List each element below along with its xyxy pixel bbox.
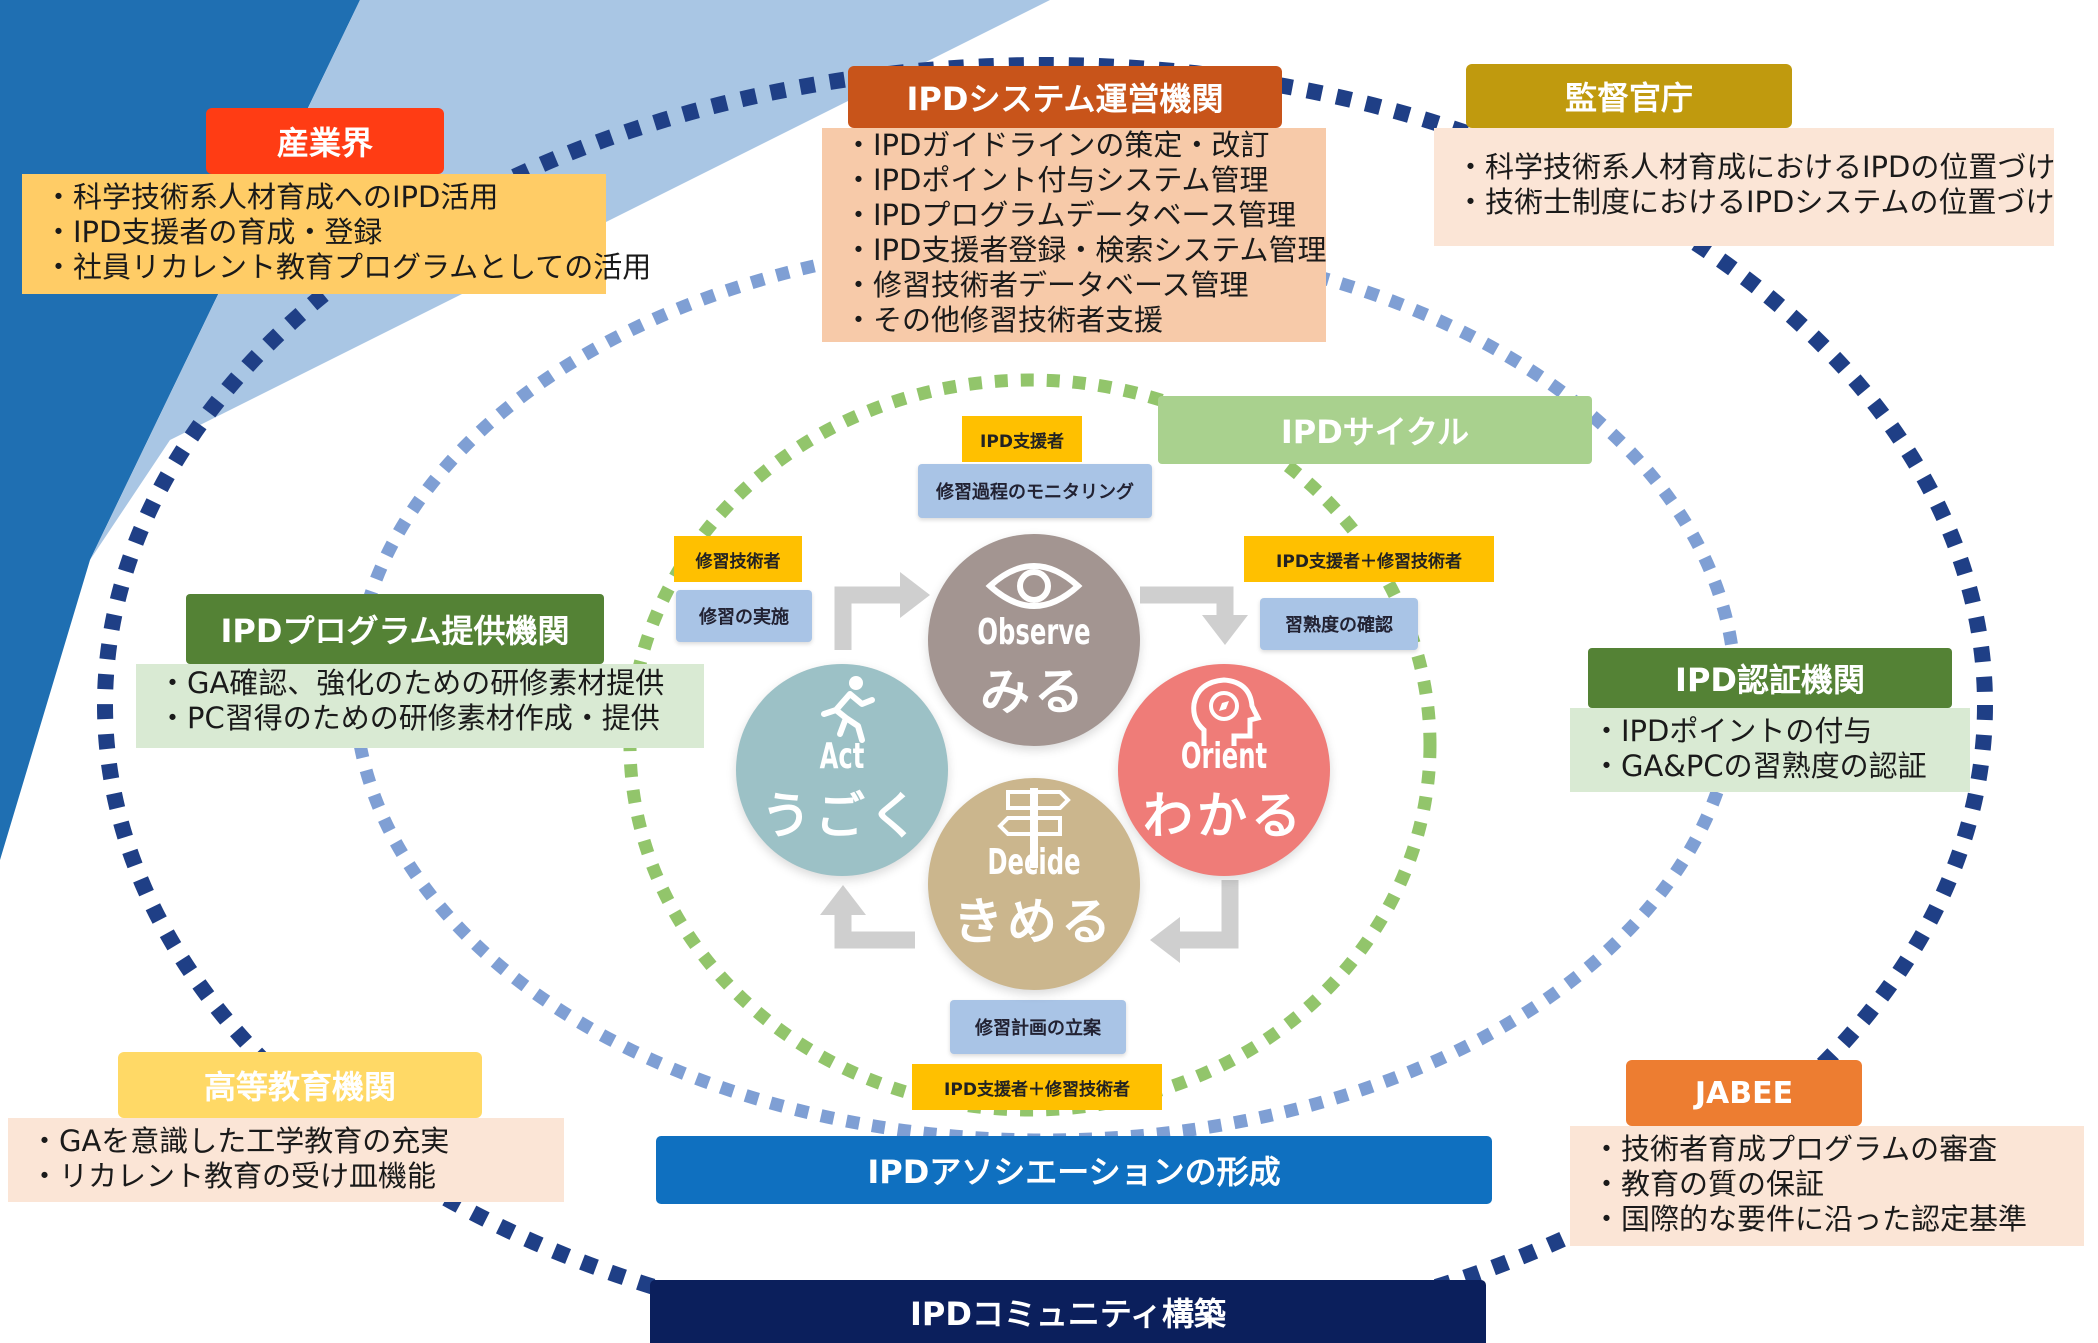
act-circle: Act うごく [736,664,948,876]
implementation-step: 修習の実施 [676,590,812,642]
industry-header: 産業界 [206,108,444,174]
act-jp: うごく [761,787,923,845]
certification-line: ・IPDポイントの付与 [1592,714,1873,748]
industry-line: ・社員リカレント教育プログラムとしての活用 [44,250,652,284]
planning-role: IPD支援者＋修習技術者 [944,1079,1130,1100]
act-en: Act [819,736,865,777]
association-bar: IPDアソシエーションの形成 [656,1136,1492,1204]
operator-line: ・IPDポイント付与システム管理 [844,163,1269,197]
cycle-title-text: IPDサイクル [1280,413,1470,451]
observe-jp: みる [980,663,1088,721]
certification-box: ・IPDポイントの付与 ・GA&PCの習熟度の認証 [1570,708,1970,792]
operator-line: ・修習技術者データベース管理 [844,268,1249,302]
signpost-icon [997,788,1071,868]
operator-line: ・その他修習技術者支援 [844,303,1164,337]
industry-box: ・科学技術系人材育成へのIPD活用 ・IPD支援者の育成・登録 ・社員リカレント… [22,174,652,294]
proficiency-role: IPD支援者＋修習技術者 [1276,551,1462,572]
jabee-title: JABEE [1694,1075,1794,1111]
operator-line: ・IPD支援者登録・検索システム管理 [844,233,1327,267]
industry-line: ・科学技術系人材育成へのIPD活用 [44,180,499,214]
community-bar: IPDコミュニティ構築 [650,1280,1486,1343]
program-provider-title: IPDプログラム提供機関 [220,612,570,650]
higher-education-header: 高等教育機関 [118,1052,482,1118]
certification-title: IPD認証機関 [1675,661,1865,699]
observe-circle: Observe みる [928,534,1140,746]
eye-icon [985,563,1083,609]
planning-label: 修習計画の立案 [975,1018,1101,1039]
decide-jp: きめる [953,893,1115,951]
industry-title: 産業界 [276,124,373,162]
compass-head-icon [1191,677,1262,746]
operator-title: IPDシステム運営機関 [906,80,1224,118]
planning-step: 修習計画の立案 [950,1000,1126,1054]
cycle-arrowheads [820,572,1248,963]
industry-line: ・IPD支援者の育成・登録 [44,215,383,249]
monitoring-role-tag: IPD支援者 [962,416,1082,462]
decide-circle: Decide きめる [928,778,1140,990]
observe-en: Observe [977,612,1091,653]
program-provider-header: IPDプログラム提供機関 [186,594,604,664]
program-provider-box: ・GA確認、強化のための研修素材提供 ・PC習得のための研修素材作成・提供 [136,664,704,748]
operator-box: ・IPDガイドラインの策定・改訂 ・IPDポイント付与システム管理 ・IPDプロ… [822,128,1327,342]
monitoring-step: 修習過程のモニタリング [918,464,1152,518]
implementation-label: 修習の実施 [699,607,789,628]
program-provider-line: ・GA確認、強化のための研修素材提供 [158,666,665,700]
higher-education-line: ・リカレント教育の受け皿機能 [30,1159,437,1193]
monitoring-role: IPD支援者 [980,431,1064,452]
jabee-line: ・国際的な要件に沿った認定基準 [1592,1202,2028,1236]
jabee-line: ・教育の質の保証 [1592,1167,1825,1201]
program-provider-line: ・PC習得のための研修素材作成・提供 [158,701,660,735]
ministry-header: 監督官庁 [1466,64,1792,128]
decide-en: Decide [987,842,1081,883]
orient-circle: Orient わかる [1118,664,1330,876]
operator-header: IPDシステム運営機関 [848,66,1282,128]
certification-line: ・GA&PCの習熟度の認証 [1592,749,1927,783]
orient-en: Orient [1180,736,1268,777]
jabee-box: ・技術者育成プログラムの審査 ・教育の質の保証 ・国際的な要件に沿った認定基準 [1570,1126,2084,1246]
higher-education-box: ・GAを意識した工学教育の充実 ・リカレント教育の受け皿機能 [8,1118,564,1202]
operator-line: ・IPDプログラムデータベース管理 [844,198,1297,232]
outer-ring [97,57,1993,1343]
ministry-title: 監督官庁 [1564,79,1693,117]
planning-role-tag: IPD支援者＋修習技術者 [912,1064,1162,1110]
proficiency-step: 習熟度の確認 [1260,598,1418,650]
orient-jp: わかる [1143,787,1305,845]
jabee-header: JABEE [1626,1060,1862,1126]
implementation-role: 修習技術者 [695,551,781,572]
cycle-title: IPDサイクル [1158,396,1592,464]
higher-education-title: 高等教育機関 [203,1068,396,1106]
proficiency-role-tag: IPD支援者＋修習技術者 [1244,536,1494,582]
community-label: IPDコミュニティ構築 [909,1294,1226,1333]
implementation-role-tag: 修習技術者 [674,536,802,582]
ministry-line: ・技術士制度におけるIPDシステムの位置づけ [1456,185,2055,219]
runner-icon [821,676,875,743]
certification-header: IPD認証機関 [1588,648,1952,708]
operator-line: ・IPDガイドラインの策定・改訂 [844,128,1270,162]
jabee-line: ・技術者育成プログラムの審査 [1592,1132,1998,1166]
association-label: IPDアソシエーションの形成 [867,1153,1281,1191]
ministry-box: ・科学技術系人材育成におけるIPDの位置づけ ・技術士制度におけるIPDシステム… [1434,128,2056,246]
monitoring-label: 修習過程のモニタリング [936,482,1134,503]
higher-education-line: ・GAを意識した工学教育の充実 [30,1124,450,1158]
proficiency-label: 習熟度の確認 [1285,615,1393,636]
cycle-arrows [834,586,1239,949]
ministry-line: ・科学技術系人材育成におけるIPDの位置づけ [1456,150,2056,184]
